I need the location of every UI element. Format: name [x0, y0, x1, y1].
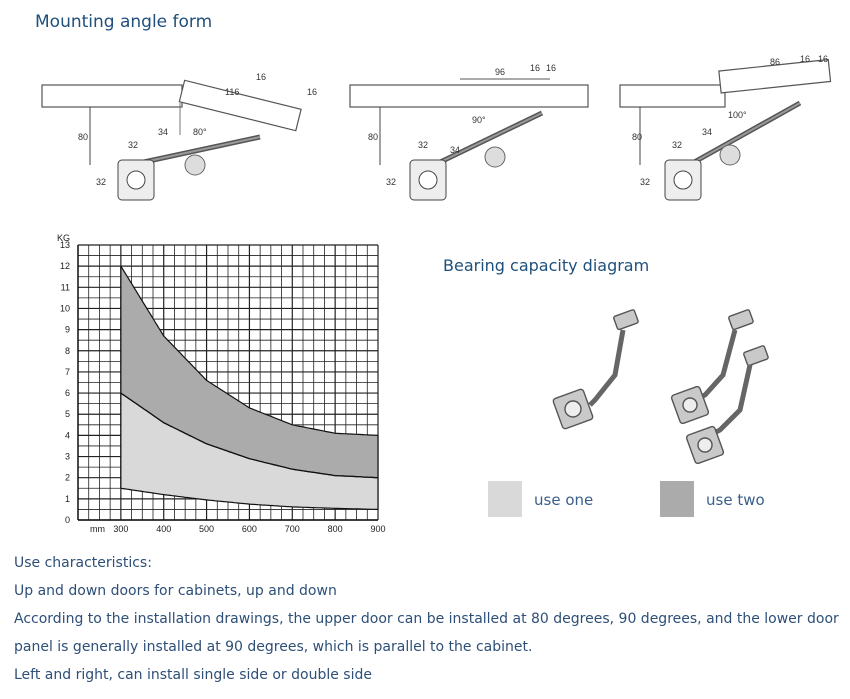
dim-34-label: 34: [158, 127, 168, 137]
x-tick-label: 500: [199, 524, 214, 533]
y-tick-label: 8: [65, 346, 70, 356]
angle-label: 100°: [728, 110, 747, 120]
x-tick-label: 700: [285, 524, 300, 533]
y-tick-label: 13: [60, 240, 70, 250]
dim-long-label: 86: [770, 57, 780, 67]
angle-label: 80°: [193, 127, 207, 137]
x-tick-label: 900: [370, 524, 385, 533]
mounting-diagram-90: 80 32 34 32 90° 96 16 16: [349, 63, 589, 201]
x-tick-label: 400: [156, 524, 171, 533]
dim-16a-label: 16: [256, 72, 266, 82]
legend-swatch-use-one: [488, 481, 522, 517]
dim-32-label: 32: [418, 140, 428, 150]
series-area-use-one: [120, 393, 379, 510]
dim-16b-label: 16: [818, 54, 828, 64]
dim-long-label: 116: [225, 87, 239, 97]
characteristics-heading: Use characteristics:: [14, 555, 152, 571]
single-hinge-image: [552, 309, 639, 430]
legend-label-use-one: use one: [534, 491, 594, 509]
y-tick-label: 2: [65, 473, 70, 483]
angle-label: 90°: [472, 115, 486, 125]
y-tick-label: 5: [65, 409, 70, 419]
mounting-title: Mounting angle form: [35, 12, 213, 32]
y-tick-label: 11: [61, 282, 70, 292]
y-tick-label: 3: [65, 452, 70, 462]
x-tick-label: 800: [328, 524, 343, 533]
hinge-illustrations: [552, 309, 769, 465]
x-axis-label: mm: [90, 524, 105, 533]
dim-16a-label: 16: [530, 63, 540, 73]
dim-16b-label: 16: [307, 87, 317, 97]
y-tick-label: 9: [65, 325, 70, 335]
x-tick-label: 300: [113, 524, 128, 533]
dim-32b-label: 32: [96, 177, 106, 187]
y-tick-label: 7: [65, 367, 70, 377]
characteristics-line-2: According to the installation drawings, …: [14, 611, 839, 627]
dim-34-label: 34: [702, 127, 712, 137]
x-tick-label: 600: [242, 524, 257, 533]
characteristics-line-1: Up and down doors for cabinets, up and d…: [14, 583, 337, 599]
y-tick-label: 12: [60, 261, 70, 271]
double-hinge-image: [670, 309, 769, 465]
y-tick-label: 0: [65, 515, 70, 525]
dim-80-label: 80: [78, 132, 88, 142]
y-tick-label: 4: [65, 430, 70, 440]
bearing-title: Bearing capacity diagram: [443, 256, 650, 275]
series-area-use-two: [120, 266, 379, 478]
dim-long-label: 96: [495, 67, 505, 77]
series-upper-line: [120, 392, 379, 479]
dim-32-label: 32: [672, 140, 682, 150]
mounting-diagram-100: 80 32 34 32 100° 86 16 16: [619, 54, 832, 201]
dim-32b-label: 32: [640, 177, 650, 187]
legend-label-use-two: use two: [706, 491, 765, 509]
dim-80-label: 80: [632, 132, 642, 142]
dim-16b-label: 16: [546, 63, 556, 73]
series-lower-line: [120, 487, 378, 510]
dim-32-label: 32: [128, 140, 138, 150]
dim-34-label: 34: [450, 145, 460, 155]
y-tick-label: 6: [65, 388, 70, 398]
mounting-diagram-80: 80 32 34 32 80° 116 16 16: [41, 72, 317, 201]
dim-80-label: 80: [368, 132, 378, 142]
dim-16a-label: 16: [800, 54, 810, 64]
mounting-diagrams: 80 32 34 32 80° 116 16 16 80 32 34 32 90…: [41, 54, 832, 201]
legend-swatch-use-two: [660, 481, 694, 517]
series-upper-line: [120, 265, 379, 436]
characteristics-line-4: Left and right, can install single side …: [14, 667, 372, 683]
y-tick-label: 10: [60, 303, 70, 313]
characteristics-line-3: panel is generally installed at 90 degre…: [14, 639, 533, 655]
dim-32b-label: 32: [386, 177, 396, 187]
y-axis-label: KG: [57, 233, 70, 243]
y-tick-label: 1: [65, 494, 70, 504]
